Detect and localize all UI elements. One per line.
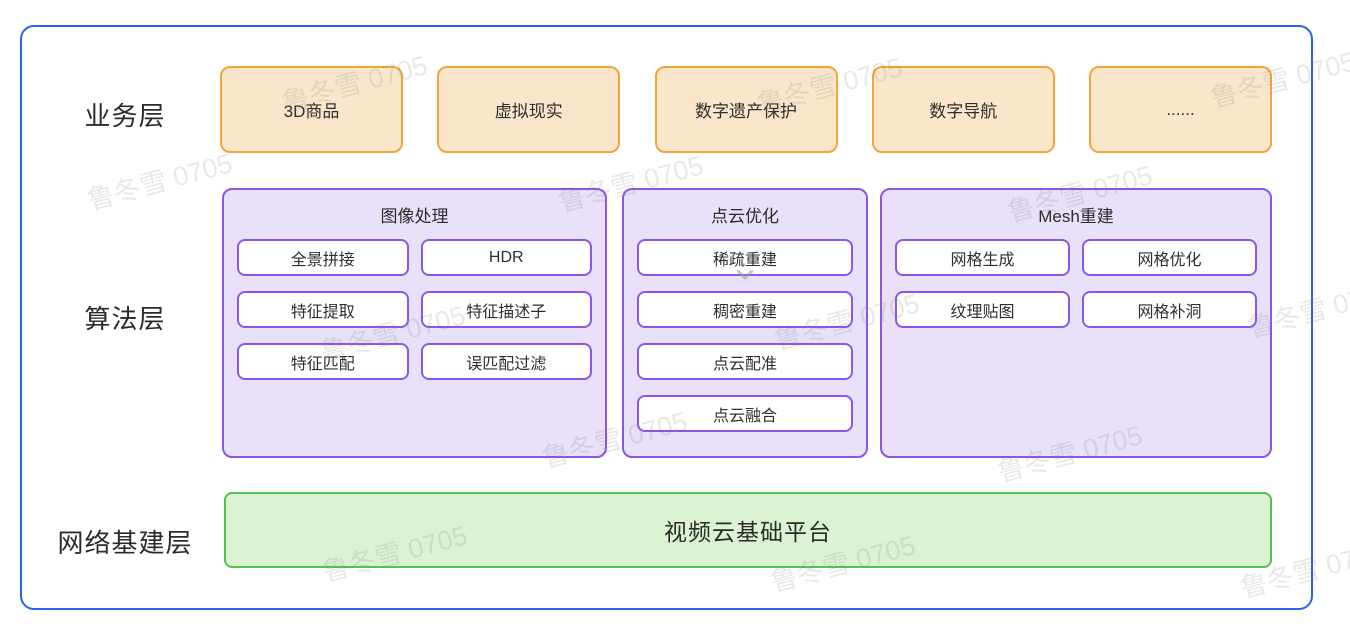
business-box-digital-navigation: 数字导航 [871, 66, 1055, 153]
algorithm-group-image-processing: 图像处理 全景拼接 HDR 特征提取 特征描述子 特征匹配 误匹配过滤 [222, 188, 607, 458]
group-grid-image-processing: 全景拼接 HDR 特征提取 特征描述子 特征匹配 误匹配过滤 [224, 239, 605, 380]
algo-box-dense-reconstruction: 稠密重建 [637, 291, 853, 328]
business-box-3d-product: 3D商品 [220, 66, 403, 153]
algo-box-texture-mapping: 纹理贴图 [895, 291, 1070, 328]
algo-box-mesh-hole-filling: 网格补洞 [1082, 291, 1257, 328]
flow-down-chevron-icon [737, 270, 753, 280]
algo-box-feature-descriptor: 特征描述子 [420, 291, 592, 328]
algorithm-group-point-cloud: 点云优化 稀疏重建 稠密重建 点云配准 点云融合 [622, 188, 868, 458]
algo-box-feature-extraction: 特征提取 [237, 291, 409, 328]
algo-box-sparse-reconstruction: 稀疏重建 [637, 239, 853, 276]
group-title-point-cloud: 点云优化 [711, 207, 779, 226]
algo-box-mismatch-filtering: 误匹配过滤 [420, 343, 592, 380]
algo-box-panorama-stitching: 全景拼接 [237, 239, 409, 276]
algo-box-mesh-optimization: 网格优化 [1082, 239, 1257, 276]
algo-box-point-cloud-registration: 点云配准 [637, 343, 853, 380]
algo-box-hdr: HDR [420, 239, 592, 276]
business-box-digital-heritage: 数字遗产保护 [654, 66, 838, 153]
algorithm-group-mesh: Mesh重建 网格生成 网格优化 纹理贴图 网格补洞 [880, 188, 1272, 458]
business-box-more: ...... [1089, 66, 1272, 153]
business-layer-row: 3D商品 虚拟现实 数字遗产保护 数字导航 ...... [220, 66, 1272, 153]
infrastructure-layer-label: 网络基建层 [57, 528, 193, 558]
group-grid-mesh: 网格生成 网格优化 纹理贴图 网格补洞 [882, 239, 1270, 328]
diagram-frame [20, 25, 1313, 610]
algorithm-layer-label: 算法层 [84, 304, 166, 334]
business-layer-label: 业务层 [84, 101, 166, 131]
group-title-image-processing: 图像处理 [380, 207, 449, 226]
algo-box-point-cloud-fusion: 点云融合 [637, 395, 853, 432]
algo-box-feature-matching: 特征匹配 [237, 343, 409, 380]
group-grid-point-cloud: 稀疏重建 稠密重建 点云配准 点云融合 [624, 239, 866, 432]
algo-box-mesh-generation: 网格生成 [895, 239, 1070, 276]
group-title-mesh: Mesh重建 [1038, 207, 1114, 226]
business-box-virtual-reality: 虚拟现实 [437, 66, 621, 153]
infrastructure-platform-box: 视频云基础平台 [224, 492, 1272, 568]
